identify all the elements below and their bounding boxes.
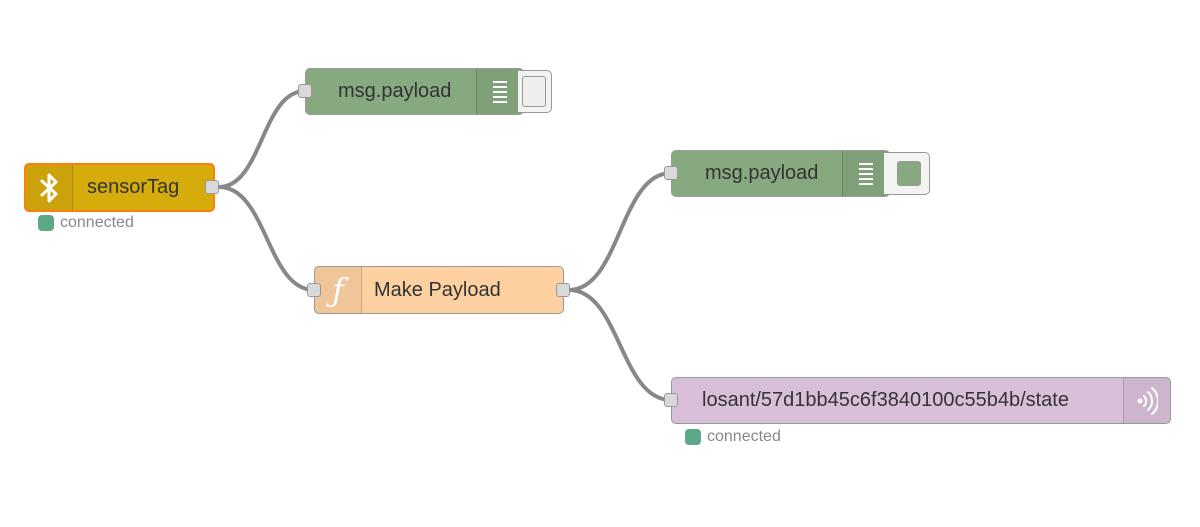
debug-node-2-icon-box (842, 151, 889, 196)
debug-list-icon (859, 162, 873, 185)
mqtt-out-node-input-port[interactable] (664, 393, 678, 407)
sensortag-output-port[interactable] (205, 180, 219, 194)
broadcast-icon (1137, 386, 1158, 415)
function-node-output-port[interactable] (556, 283, 570, 297)
debug-node-1-input-port[interactable] (298, 84, 312, 98)
mqtt-out-status: connected (685, 428, 781, 446)
wire-function-mqtt[interactable] (568, 288, 672, 402)
status-text: connected (707, 428, 781, 445)
debug-node-2[interactable]: msg.payload (671, 150, 890, 197)
wire-sensortag-function[interactable] (218, 185, 315, 292)
function-node[interactable]: ƒ Make Payload (314, 266, 564, 314)
wire-sensortag-debug1[interactable] (218, 89, 306, 189)
mqtt-out-node[interactable]: losant/57d1bb45c6f3840100c55b4b/state (671, 377, 1171, 424)
debug-node-1[interactable]: msg.payload (305, 68, 524, 115)
status-text: connected (60, 214, 134, 231)
function-node-label: Make Payload (374, 278, 501, 301)
debug-list-icon (493, 80, 507, 103)
debug-node-1-icon-box (476, 69, 523, 114)
status-dot (38, 215, 54, 231)
function-node-input-port[interactable] (307, 283, 321, 297)
debug-node-2-toggle-button[interactable] (884, 152, 930, 195)
status-dot (685, 429, 701, 445)
debug-node-2-input-port[interactable] (664, 166, 678, 180)
debug-node-2-label: msg.payload (705, 162, 819, 184)
debug-node-1-toggle-button[interactable] (518, 70, 552, 113)
debug-node-1-label: msg.payload (338, 80, 452, 102)
mqtt-out-node-label: losant/57d1bb45c6f3840100c55b4b/state (702, 389, 1069, 411)
function-node-icon-box: ƒ (315, 267, 362, 313)
mqtt-out-node-icon-box (1123, 378, 1170, 423)
wire-function-debug2[interactable] (568, 171, 672, 292)
toggle-indicator (897, 161, 921, 186)
sensortag-status: connected (38, 214, 134, 232)
function-icon: ƒ (332, 271, 344, 309)
bluetooth-icon (40, 173, 58, 202)
toggle-indicator (522, 76, 546, 107)
sensortag-label: sensorTag (87, 176, 180, 198)
sensortag-icon-box (26, 165, 73, 210)
sensortag-node[interactable]: sensorTag (24, 163, 215, 212)
